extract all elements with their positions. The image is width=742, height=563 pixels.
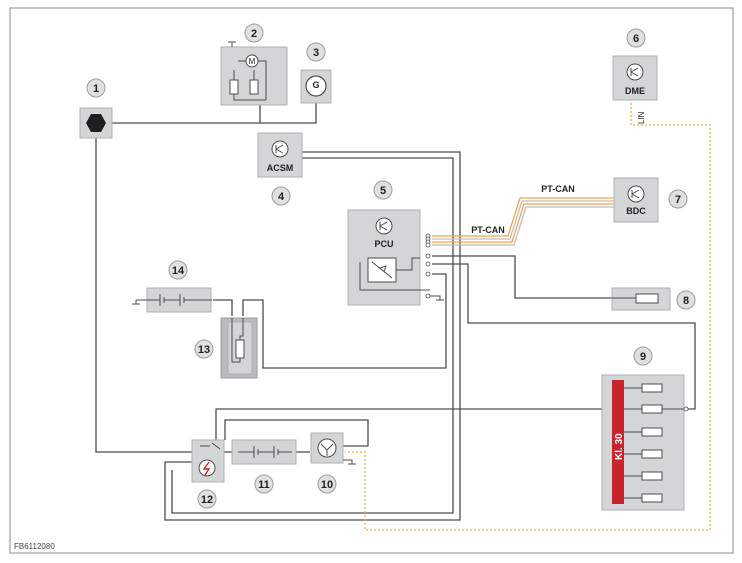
component-5-box: PCU <box>347 209 444 306</box>
fuse-icon <box>635 293 659 304</box>
bdc-label: BDC <box>626 206 646 216</box>
dme-label: DME <box>625 86 645 96</box>
component-6-box: DME <box>612 55 658 101</box>
hexagon-icon <box>86 114 106 132</box>
wire-pcu-to-13 <box>242 273 447 369</box>
number-bubbles: 1 2 3 4 5 6 7 8 9 10 11 12 13 14 <box>86 23 696 509</box>
svg-text:13: 13 <box>198 344 210 356</box>
ground-icon <box>343 459 356 465</box>
sensor-icon <box>317 438 337 458</box>
ground-icon <box>430 295 444 301</box>
generator-symbol: G <box>312 80 319 90</box>
svg-text:9: 9 <box>640 351 646 363</box>
battery-icon <box>238 446 292 458</box>
generator-icon <box>305 75 327 97</box>
wire-1-to-12 <box>95 138 195 453</box>
svg-text:5: 5 <box>380 185 386 197</box>
wire-12-to-9 <box>215 408 604 440</box>
svg-text:8: 8 <box>683 295 689 307</box>
bubble-7: 7 <box>668 189 688 209</box>
pcu-label: PCU <box>374 239 393 249</box>
kl30-bar <box>612 380 624 504</box>
pt-can-label-left: PT-CAN <box>471 225 505 235</box>
pyrotechnic-icon <box>198 459 216 477</box>
pt-can-label-right: PT-CAN <box>541 184 575 194</box>
bubble-8: 8 <box>676 290 696 310</box>
wires <box>95 103 696 521</box>
wire-pcu-to-9 <box>432 263 696 410</box>
bubble-13: 13 <box>194 339 214 359</box>
bubble-12: 12 <box>197 489 217 509</box>
bubble-2: 2 <box>244 23 264 43</box>
component-9-box: Kl. 30 <box>601 374 689 511</box>
wire-1-to-3 <box>112 103 317 124</box>
svg-text:3: 3 <box>313 47 319 59</box>
fuse-icon <box>235 339 245 359</box>
pcu-pins <box>425 233 431 299</box>
svg-text:6: 6 <box>633 33 639 45</box>
bubble-10: 10 <box>317 474 337 494</box>
wire-pcu-to-8 <box>432 255 612 299</box>
svg-text:12: 12 <box>201 494 213 506</box>
component-4-box: ACSM <box>257 132 303 178</box>
motor-symbol: M <box>249 57 256 66</box>
bubble-11: 11 <box>254 474 274 494</box>
bubble-14: 14 <box>168 260 188 280</box>
component-7-box: BDC <box>613 177 659 223</box>
figure-code: FB6112080 <box>14 542 55 551</box>
component-14-box <box>132 287 212 313</box>
wire-14-to-13 <box>213 299 233 316</box>
control-unit-icon <box>627 185 645 203</box>
battery-icon <box>136 294 212 306</box>
component-12-box <box>191 439 225 483</box>
lin-bus-wire <box>345 103 711 531</box>
component-1-box <box>79 107 113 139</box>
component-10-box <box>310 432 356 465</box>
bubble-6: 6 <box>626 28 646 48</box>
relay-icon <box>229 79 239 95</box>
svg-text:14: 14 <box>172 265 185 277</box>
relay-icon <box>249 79 259 95</box>
svg-text:2: 2 <box>251 28 257 40</box>
wire-acsm-loop-inner <box>171 157 454 514</box>
fuse-array <box>624 383 663 503</box>
svg-text:10: 10 <box>321 479 333 491</box>
bubble-3: 3 <box>306 42 326 62</box>
control-unit-icon <box>271 140 289 158</box>
ground-icon <box>132 300 140 305</box>
bubble-4: 4 <box>271 186 291 206</box>
acsm-label: ACSM <box>267 163 294 173</box>
svg-text:7: 7 <box>675 194 681 206</box>
bubble-9: 9 <box>633 346 653 366</box>
lin-label: LIN <box>637 111 646 124</box>
control-unit-icon <box>626 63 644 81</box>
control-unit-icon <box>375 217 393 235</box>
component-8-box <box>611 287 671 311</box>
bubble-5: 5 <box>373 180 393 200</box>
wire-acsm-loop-outer <box>164 151 461 521</box>
svg-text:11: 11 <box>258 479 270 491</box>
pt-can-bus <box>432 197 622 246</box>
component-2-box: M <box>220 41 288 106</box>
svg-text:1: 1 <box>93 83 99 95</box>
kl30-label: Kl. 30 <box>614 433 625 460</box>
wire-12-to-10 <box>224 419 369 447</box>
component-13-box <box>220 317 258 379</box>
component-11-box <box>231 439 297 465</box>
component-3-box: G <box>300 69 332 104</box>
svg-text:4: 4 <box>278 191 285 203</box>
bubble-1: 1 <box>86 78 106 98</box>
